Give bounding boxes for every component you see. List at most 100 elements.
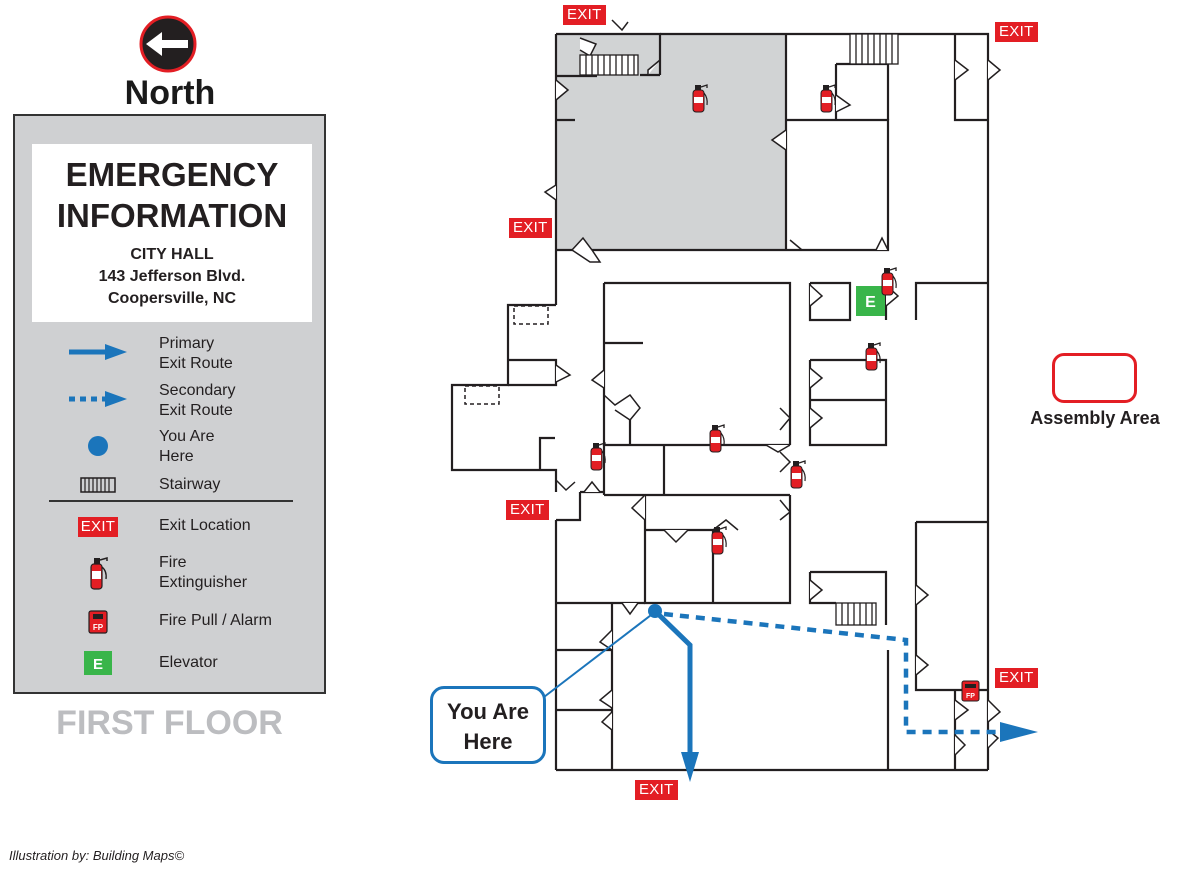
exit-sign: EXIT bbox=[635, 780, 678, 800]
stairway-icon bbox=[63, 475, 133, 495]
stairway-icon bbox=[579, 54, 639, 76]
fire-pull-text: FP bbox=[966, 693, 975, 700]
door-swing bbox=[835, 94, 852, 113]
legend-label: Elevator bbox=[159, 654, 218, 671]
door-swing bbox=[954, 59, 970, 81]
interior-wall bbox=[810, 570, 888, 625]
door-swing bbox=[663, 529, 689, 544]
door-swing bbox=[590, 369, 605, 389]
stairway-icon bbox=[849, 33, 899, 65]
street-address: 143 Jefferson Blvd. bbox=[98, 268, 246, 285]
exit-sign: EXIT bbox=[995, 668, 1038, 688]
fire-extinguisher-icon bbox=[63, 555, 133, 591]
exit-sign: EXIT bbox=[995, 22, 1038, 42]
door-swing bbox=[765, 444, 791, 453]
legend-label: Exit Route bbox=[159, 402, 233, 419]
fire-pull-icon: FP bbox=[63, 609, 133, 635]
legend-label: Primary bbox=[159, 335, 215, 352]
door-swing bbox=[603, 393, 641, 421]
legend-label: Secondary bbox=[159, 382, 236, 399]
outer-wall bbox=[660, 32, 990, 770]
west-wing-wall bbox=[508, 358, 558, 387]
door-swing bbox=[809, 367, 824, 389]
exit-sign: EXIT bbox=[563, 5, 606, 25]
door-swing bbox=[570, 236, 602, 263]
door-swing bbox=[809, 284, 824, 307]
west-wing-wall bbox=[450, 303, 558, 492]
fire-pull-text: FP bbox=[93, 623, 104, 632]
elevator-icon: E bbox=[63, 651, 133, 675]
door-swing bbox=[770, 129, 787, 151]
door-swing bbox=[954, 699, 970, 721]
exit-sign: EXIT bbox=[509, 218, 552, 238]
door-swing bbox=[600, 711, 613, 731]
interior-wall bbox=[786, 118, 890, 252]
door-swing bbox=[543, 184, 557, 201]
door-swing bbox=[611, 19, 629, 32]
elevator-icon bbox=[856, 286, 885, 316]
emergency-legend-panel: EMERGENCY INFORMATION CITY HALL 143 Jeff… bbox=[13, 114, 326, 694]
door-swing bbox=[779, 451, 792, 473]
info-title-line1: EMERGENCY bbox=[65, 156, 279, 193]
interior-wall bbox=[808, 358, 888, 447]
door-swing bbox=[915, 584, 930, 606]
interior-wall bbox=[602, 283, 790, 447]
door-swing bbox=[647, 59, 661, 75]
fire-extinguisher-icon bbox=[790, 460, 806, 489]
north-arrow-icon bbox=[139, 15, 197, 73]
fire-extinguisher-icon bbox=[881, 267, 897, 296]
primary-route-arrowhead bbox=[681, 752, 699, 782]
door-swing bbox=[598, 689, 613, 709]
legend-divider bbox=[49, 500, 293, 502]
fire-pull-icon: FP bbox=[961, 680, 980, 702]
city-address: Coopersville, NC bbox=[107, 290, 237, 307]
secondary-exit-route bbox=[663, 611, 1002, 735]
callout-leader bbox=[543, 611, 656, 698]
primary-exit-route bbox=[654, 610, 693, 755]
door-swing bbox=[809, 407, 824, 429]
building-name: CITY HALL bbox=[130, 246, 214, 263]
info-title: EMERGENCY INFORMATION bbox=[32, 154, 312, 236]
assembly-area-box bbox=[1052, 353, 1137, 403]
interior-wall bbox=[643, 495, 792, 605]
dashed-arrow-icon bbox=[63, 389, 133, 409]
shaft-box bbox=[464, 385, 500, 405]
assembly-area-label: Assembly Area bbox=[1030, 408, 1160, 428]
dot-icon bbox=[63, 435, 133, 457]
door-swing bbox=[555, 79, 570, 101]
door-swing bbox=[555, 364, 572, 383]
legend-label: Stairway bbox=[159, 476, 221, 493]
legend-label: Exit Location bbox=[159, 517, 251, 534]
legend-label: Fire bbox=[159, 554, 187, 571]
stairway-icon bbox=[835, 602, 877, 626]
door-swing bbox=[789, 239, 803, 251]
you-are-here-callout: You Are Here bbox=[430, 686, 546, 764]
door-swing bbox=[779, 407, 792, 431]
legend-label: You Are bbox=[159, 428, 215, 445]
door-swing bbox=[779, 499, 792, 521]
exit-sign: EXIT bbox=[506, 500, 549, 520]
emergency-info-box: EMERGENCY INFORMATION CITY HALL 143 Jeff… bbox=[32, 144, 312, 322]
exit-sign-text: EXIT bbox=[77, 517, 119, 537]
shaft-box bbox=[513, 305, 549, 325]
callout-line2: Here bbox=[463, 729, 513, 754]
legend-label: Exit Route bbox=[159, 355, 233, 372]
interior-wall bbox=[808, 281, 852, 322]
door-swing bbox=[987, 699, 1002, 723]
legend-label: Fire Pull / Alarm bbox=[159, 612, 272, 629]
door-swing bbox=[809, 579, 824, 601]
door-swing bbox=[875, 236, 889, 251]
legend-label: Extinguisher bbox=[159, 574, 248, 591]
elevator-text: E bbox=[865, 294, 876, 311]
door-swing bbox=[915, 654, 930, 676]
fire-extinguisher-icon bbox=[711, 526, 727, 555]
fire-extinguisher-icon bbox=[820, 84, 836, 113]
floor-label: FIRST FLOOR bbox=[56, 704, 283, 742]
door-swing bbox=[987, 59, 1002, 81]
interior-wall bbox=[914, 281, 988, 320]
callout-line1: You Are bbox=[447, 699, 529, 724]
door-swing bbox=[555, 479, 576, 492]
door-swing bbox=[630, 494, 646, 521]
door-swing bbox=[954, 734, 967, 756]
